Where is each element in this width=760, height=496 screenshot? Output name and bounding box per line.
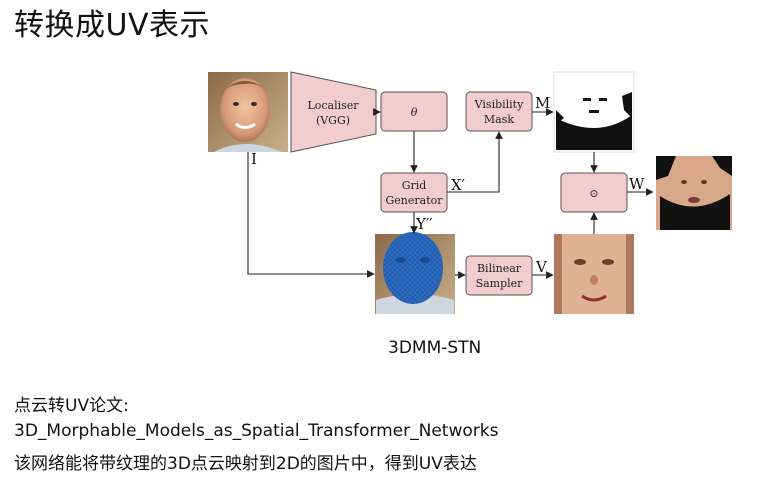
label-w: W xyxy=(629,175,645,193)
note-line-3: 该网络能将带纹理的3D点云映射到2D的图片中，得到UV表达 xyxy=(14,454,477,474)
grid-generator-block: Grid Generator xyxy=(380,172,448,213)
label-i: I xyxy=(251,150,257,168)
localiser-label-line1: Localiser xyxy=(307,99,359,112)
label-v: V xyxy=(535,258,548,276)
localiser-block: Localiser (VGG) xyxy=(290,71,377,153)
note-line-1: 点云转UV论文: xyxy=(14,396,129,416)
mask-image xyxy=(553,71,635,153)
bilinear-sampler-label-line2: Sampler xyxy=(476,277,524,290)
notes-block: 点云转UV论文: 3D_Morphable_Models_as_Spatial_… xyxy=(14,394,498,477)
bilinear-sampler-block: Bilinear Sampler xyxy=(465,255,533,296)
theta-block: θ xyxy=(380,91,448,132)
output-uv-image xyxy=(654,154,734,232)
localiser-label-line2: (VGG) xyxy=(316,114,350,127)
visibility-mask-block: Visibility Mask xyxy=(465,91,533,132)
input-face-image xyxy=(208,72,288,152)
theta-label: θ xyxy=(411,106,418,119)
mesh-overlay-image xyxy=(375,232,455,314)
note-line-2: 3D_Morphable_Models_as_Spatial_Transform… xyxy=(14,421,499,441)
label-m: M xyxy=(535,94,550,112)
label-x-prime: X′ xyxy=(451,176,466,194)
visibility-mask-label-line1: Visibility xyxy=(474,98,524,111)
bilinear-sampler-label-line1: Bilinear xyxy=(477,262,522,275)
connectors xyxy=(247,108,654,279)
sampled-texture-image xyxy=(554,234,634,314)
visibility-mask-label-line2: Mask xyxy=(484,113,514,126)
multiply-symbol: ⊙ xyxy=(589,187,598,200)
grid-generator-label-line2: Generator xyxy=(385,194,443,207)
label-y-double-prime: Y′′ xyxy=(415,215,433,233)
slide-title: 转换成UV表示 xyxy=(14,8,210,43)
multiply-block: ⊙ xyxy=(560,172,628,213)
grid-generator-label-line1: Grid xyxy=(402,179,427,192)
diagram-caption: 3DMM-STN xyxy=(388,338,482,358)
